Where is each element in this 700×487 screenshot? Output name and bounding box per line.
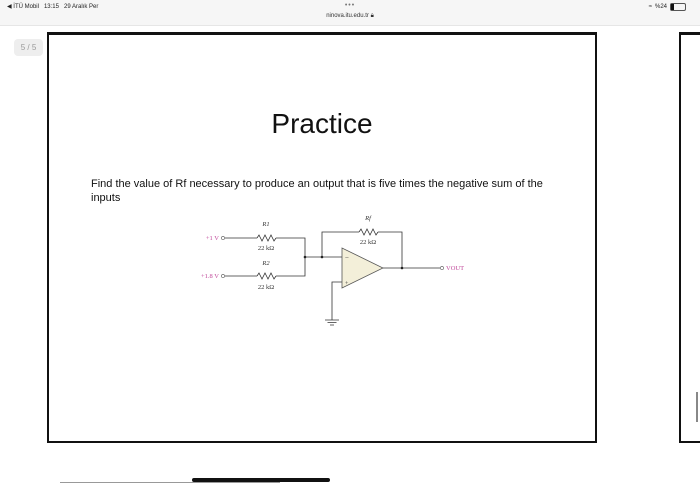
junction: [303, 255, 307, 259]
wifi-icon: ≈: [648, 4, 652, 10]
resistor-r2: [256, 272, 277, 280]
output-label: VOUT: [446, 265, 464, 272]
status-bar: ◀ İTÜ Mobil 13:15 29 Aralık Per ••• nino…: [0, 0, 700, 26]
lock-icon: 🔒︎: [370, 13, 374, 19]
input2-label: +1.8 V: [201, 273, 219, 280]
r1-label: R1: [261, 221, 269, 228]
url-label[interactable]: ninova.itu.edu.tr 🔒︎: [326, 13, 374, 19]
terminal: [440, 266, 444, 270]
battery-percent: %24: [654, 4, 667, 10]
question-text: Find the value of Rf necessary to produc…: [91, 178, 543, 204]
r1-value: 22 kΩ: [258, 245, 274, 252]
resistor-rf: [358, 228, 379, 236]
home-indicator[interactable]: [192, 478, 330, 482]
minus-sign: −: [345, 254, 349, 262]
terminal: [221, 236, 225, 240]
carrier[interactable]: ◀ İTÜ Mobil: [7, 4, 39, 10]
battery-icon: [670, 3, 686, 11]
plus-sign: +: [345, 281, 349, 287]
next-slide[interactable]: [679, 32, 700, 443]
more-dots-icon[interactable]: •••: [344, 2, 356, 9]
resistor-r1: [256, 234, 277, 242]
status-left: ◀ İTÜ Mobil 13:15 29 Aralık Per: [7, 3, 98, 10]
progress-line: [60, 482, 280, 483]
slide-title: Practice: [271, 108, 373, 139]
junction: [320, 255, 324, 259]
input1-label: +1 V: [206, 235, 219, 242]
date: 29 Aralık Per: [64, 4, 99, 10]
r2-value: 22 kΩ: [258, 284, 274, 291]
junction: [400, 266, 404, 270]
time: 13:15: [43, 4, 59, 10]
rf-value: 22 kΩ: [360, 239, 376, 246]
terminal: [221, 274, 225, 278]
rf-label: Rf: [364, 215, 372, 222]
scrollbar[interactable]: [696, 392, 698, 422]
status-right: ≈ %24: [649, 3, 686, 11]
r2-label: R2: [261, 260, 270, 267]
page-counter: 5 / 5: [14, 39, 43, 56]
ground-icon: [325, 319, 339, 326]
opamp: [341, 247, 384, 289]
